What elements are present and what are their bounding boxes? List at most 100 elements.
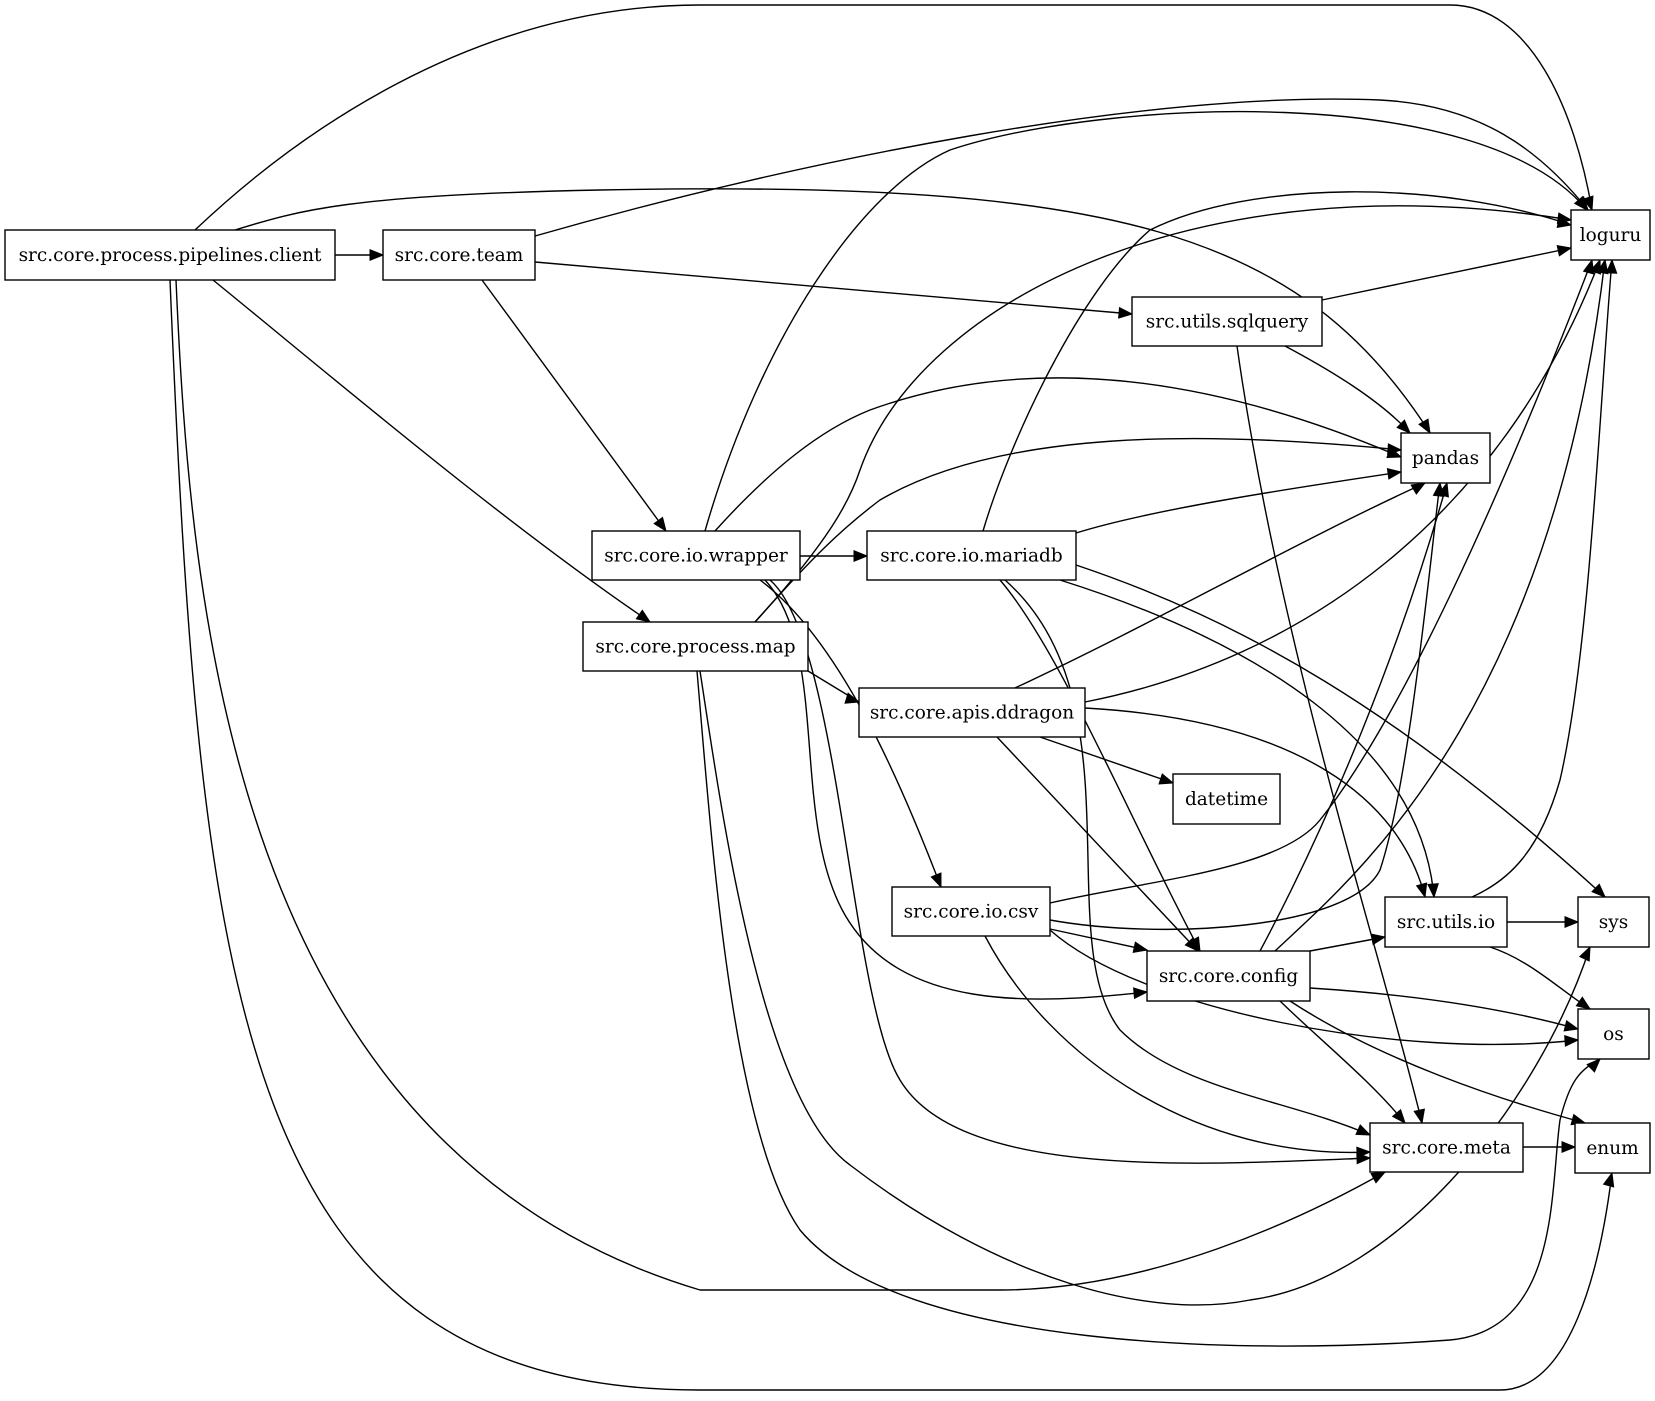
arrowhead — [1556, 244, 1573, 257]
node-enum: enum — [1574, 1122, 1651, 1174]
node-loguru: loguru — [1570, 209, 1651, 261]
arrowhead — [1118, 306, 1134, 319]
edge-config-to-meta — [1279, 1000, 1406, 1125]
arrowhead — [1605, 258, 1618, 274]
arrowhead — [1133, 987, 1149, 1000]
edge-client-to-enum — [169, 279, 1615, 1391]
arrowhead — [1355, 1124, 1372, 1136]
edge-line — [1321, 247, 1572, 301]
edge-config-to-enum — [1289, 1000, 1587, 1126]
edge-team-to-wrapper — [481, 279, 667, 533]
edge-line — [1075, 564, 1606, 898]
edge-wrapper-to-pandas — [714, 377, 1403, 532]
arrowhead — [1184, 937, 1199, 952]
edge-sqlquery-to-meta — [1236, 345, 1425, 1125]
edge-wrapper-to-meta — [769, 579, 1372, 1165]
arrowhead — [1386, 467, 1403, 480]
node-box — [382, 229, 536, 281]
node-utilsio: src.utils.io — [1384, 896, 1508, 948]
edge-csv-to-os — [1049, 929, 1580, 1047]
node-box — [858, 687, 1086, 738]
node-box — [1577, 1008, 1650, 1060]
arrowhead — [1564, 916, 1580, 928]
node-box — [1369, 1122, 1524, 1173]
edge-line — [194, 4, 1593, 231]
node-sqlquery: src.utils.sqlquery — [1131, 296, 1323, 347]
edge-csv-to-pandas — [1049, 481, 1445, 931]
arrowhead — [1437, 481, 1449, 498]
edge-mariadb-to-utilsio — [1059, 579, 1439, 899]
node-box — [1146, 950, 1311, 1002]
edge-sqlquery-to-pandas — [1284, 345, 1411, 434]
node-box — [1577, 896, 1650, 948]
arrowhead — [1591, 883, 1606, 898]
edge-map-to-os — [696, 670, 1601, 1347]
node-box — [1574, 1122, 1651, 1174]
edge-ddragon-to-pandas — [1014, 482, 1427, 689]
edge-mariadb-to-pandas — [1075, 467, 1403, 534]
edge-client-to-map — [212, 279, 652, 623]
node-box — [1172, 773, 1281, 825]
arrowhead — [1561, 1141, 1577, 1153]
node-box — [582, 621, 809, 672]
node-box — [4, 229, 336, 281]
edge-csv-to-config — [1049, 928, 1149, 954]
node-csv: src.core.io.csv — [891, 886, 1051, 937]
arrowhead — [1418, 418, 1431, 435]
edge-team-to-loguru — [534, 98, 1589, 237]
edge-client-to-loguru — [194, 4, 1594, 231]
edge-line — [534, 261, 1133, 315]
edge-line — [754, 205, 1572, 623]
edge-csv-to-loguru — [1049, 258, 1595, 904]
edge-line — [696, 670, 1601, 1347]
edge-client-to-meta — [175, 279, 1387, 1291]
arrowhead — [1564, 1035, 1580, 1047]
node-label: sys — [1599, 912, 1628, 933]
node-mariadb: src.core.io.mariadb — [866, 530, 1077, 581]
node-label: os — [1603, 1024, 1624, 1045]
edge-ddragon-to-datetime — [1039, 736, 1175, 785]
arrowhead — [853, 550, 869, 562]
edge-config-to-loguru — [1274, 258, 1609, 952]
node-label: datetime — [1185, 789, 1268, 810]
edge-csv-to-meta — [984, 935, 1372, 1159]
edge-team-to-sqlquery — [534, 261, 1134, 319]
edge-line — [1039, 736, 1174, 784]
edge-line — [212, 279, 651, 623]
edge-config-to-utilsio — [1309, 933, 1387, 952]
arrowhead — [653, 516, 667, 533]
edge-sqlquery-to-loguru — [1321, 244, 1573, 301]
arrowhead — [1573, 195, 1588, 212]
edge-wrapper-to-loguru — [704, 110, 1588, 532]
edge-client-to-team — [335, 249, 385, 261]
edge-line — [169, 279, 1613, 1391]
arrowhead — [1563, 1019, 1580, 1032]
node-label: src.core.apis.ddragon — [870, 703, 1074, 724]
node-box — [1570, 209, 1651, 261]
node-label: src.core.io.csv — [904, 902, 1039, 923]
node-label: loguru — [1580, 225, 1642, 246]
node-wrapper: src.core.io.wrapper — [591, 530, 801, 581]
arrowhead — [1575, 996, 1592, 1010]
edge-line — [1049, 928, 1148, 951]
edge-line — [1284, 345, 1411, 434]
node-box — [891, 886, 1051, 937]
node-label: pandas — [1412, 448, 1479, 469]
arrowhead — [1370, 933, 1387, 946]
arrowhead — [635, 609, 652, 623]
edge-line — [754, 437, 1402, 623]
edge-line — [1274, 259, 1606, 952]
edge-ddragon-to-config — [996, 736, 1199, 952]
arrowhead — [1556, 212, 1573, 225]
node-label: src.core.team — [395, 245, 524, 266]
arrowhead — [1158, 773, 1175, 785]
arrowhead — [1410, 482, 1427, 495]
edge-line — [1289, 1000, 1586, 1124]
arrowhead — [1132, 941, 1149, 954]
edge-line — [175, 279, 1386, 1291]
edge-line — [982, 191, 1572, 532]
node-label: src.core.process.map — [595, 637, 795, 658]
edge-line — [1049, 929, 1579, 1046]
edge-map-to-ddragon — [807, 670, 861, 704]
edge-line — [999, 579, 1201, 952]
